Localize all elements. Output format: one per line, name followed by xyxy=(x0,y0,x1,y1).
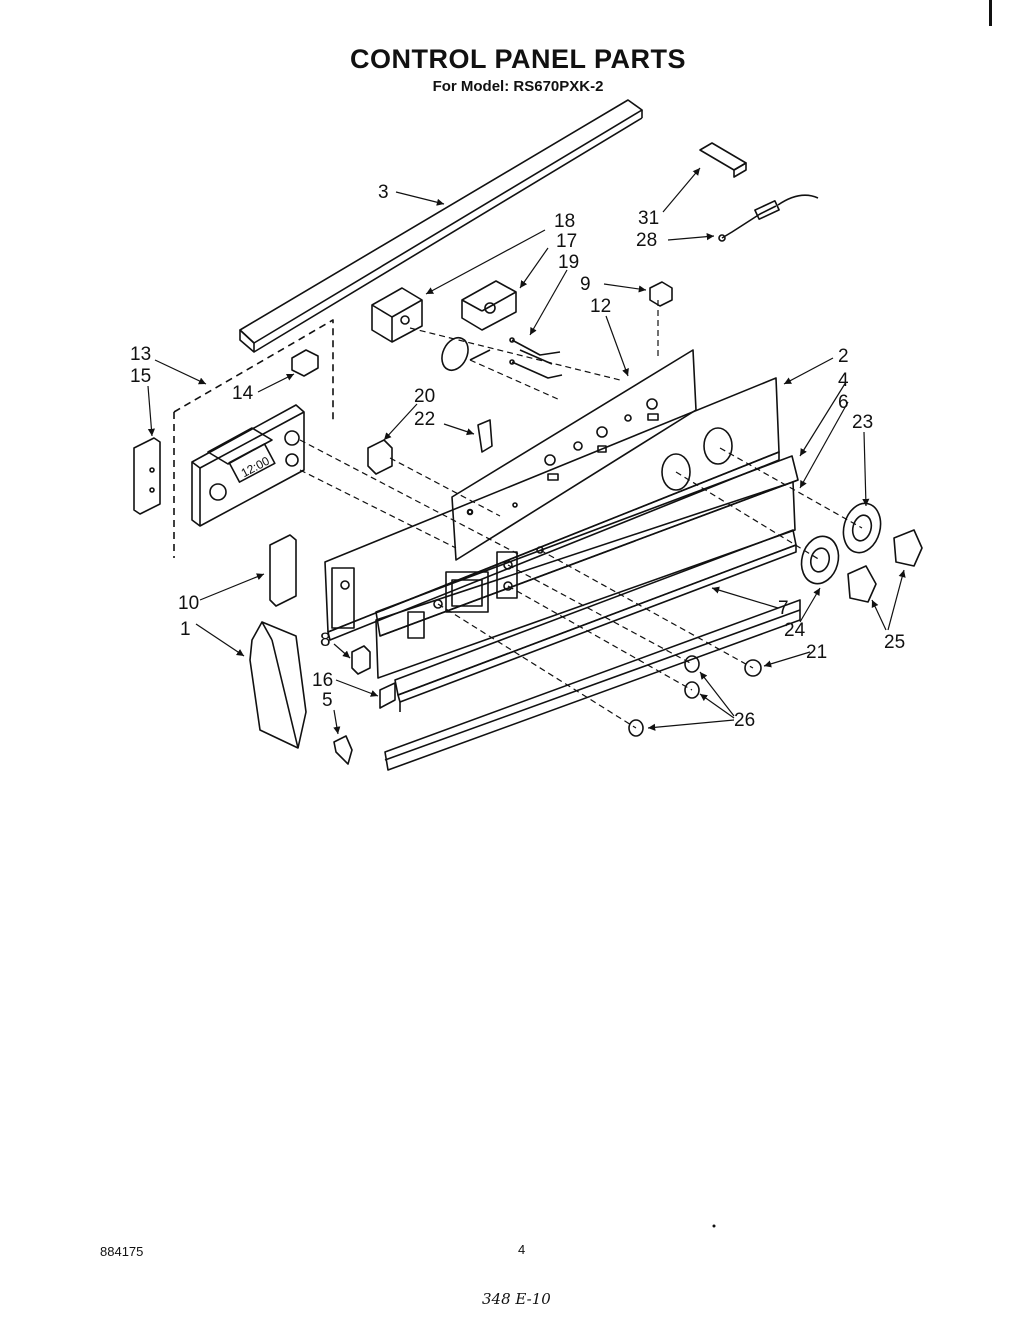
part-10-bracket xyxy=(269,534,297,607)
model-subtitle: For Model: RS670PXK-2 xyxy=(432,78,604,95)
callout-15: 15 xyxy=(130,366,151,387)
part-25-knob-upper xyxy=(893,529,923,567)
part-17-switch xyxy=(461,280,517,331)
callout-16: 16 xyxy=(312,670,333,691)
callout-1: 1 xyxy=(180,619,191,640)
callout-14: 14 xyxy=(232,383,254,404)
part-28-wire-lead xyxy=(718,194,819,242)
part-1-end-cap xyxy=(249,621,307,749)
part-3-top-trim xyxy=(239,99,643,353)
callout-23: 23 xyxy=(852,412,873,433)
part-5-cap xyxy=(333,735,353,765)
part-19-harness xyxy=(509,337,563,379)
part-26-knob-a xyxy=(684,655,700,673)
part-bottom-rail xyxy=(384,599,801,771)
part-26-knob-c xyxy=(628,719,644,737)
part-6-lower-panel xyxy=(375,481,796,679)
callout-26: 26 xyxy=(734,710,755,731)
callout-25: 25 xyxy=(884,632,905,653)
callout-17: 17 xyxy=(556,231,577,252)
part-16-rail xyxy=(379,682,396,709)
callout-20: 20 xyxy=(414,386,435,407)
page-title: CONTROL PANEL PARTS xyxy=(349,44,687,74)
part-ring xyxy=(441,336,491,372)
callout-5: 5 xyxy=(322,690,333,711)
leader-lines xyxy=(147,167,906,735)
part-31-bracket xyxy=(699,142,747,178)
alignment-lines xyxy=(299,300,863,729)
handwritten-note: 348 E-10 xyxy=(482,1290,551,1308)
part-22-clip xyxy=(477,419,493,453)
part-14-clip xyxy=(291,349,319,377)
callout-8: 8 xyxy=(320,630,331,651)
callout-2: 2 xyxy=(838,346,849,367)
callout-12: 12 xyxy=(590,296,611,317)
callout-18: 18 xyxy=(554,211,575,232)
part-9-block xyxy=(649,281,673,307)
part-4-trim xyxy=(375,455,799,637)
callout-28: 28 xyxy=(636,230,657,251)
callout-4: 4 xyxy=(838,370,849,391)
part-12-rear-panel xyxy=(451,349,697,561)
part-21-knob xyxy=(744,659,762,677)
part-15-bracket xyxy=(133,437,161,515)
callout-7: 7 xyxy=(778,598,789,619)
callout-31: 31 xyxy=(638,208,659,229)
callout-19: 19 xyxy=(558,252,579,273)
callout-24: 24 xyxy=(784,620,806,641)
callout-22: 22 xyxy=(414,409,435,430)
page-number: 4 xyxy=(518,1242,526,1257)
callout-10: 10 xyxy=(178,593,199,614)
callout-13: 13 xyxy=(130,344,151,365)
part-24-bezel xyxy=(800,535,840,585)
callout-21: 21 xyxy=(806,642,827,663)
callout-6: 6 xyxy=(838,392,849,413)
part-18-switch xyxy=(371,287,423,343)
part-8-block xyxy=(351,645,371,675)
callout-labels: 1 2 3 4 5 6 7 8 9 10 12 13 14 15 16 17 1… xyxy=(130,182,905,731)
part-26-knob-b xyxy=(684,681,700,699)
callout-3: 3 xyxy=(378,182,389,203)
clock-display-text: 12:00 xyxy=(239,454,272,481)
callout-9: 9 xyxy=(580,274,591,295)
part-20-terminal xyxy=(367,439,393,475)
document-number: 884175 xyxy=(100,1244,144,1259)
page-edge-mark xyxy=(989,0,992,26)
part-25-knob-lower xyxy=(847,565,877,603)
part-13-clock-assembly: 12:00 xyxy=(173,319,334,558)
stray-dot xyxy=(712,1224,716,1228)
